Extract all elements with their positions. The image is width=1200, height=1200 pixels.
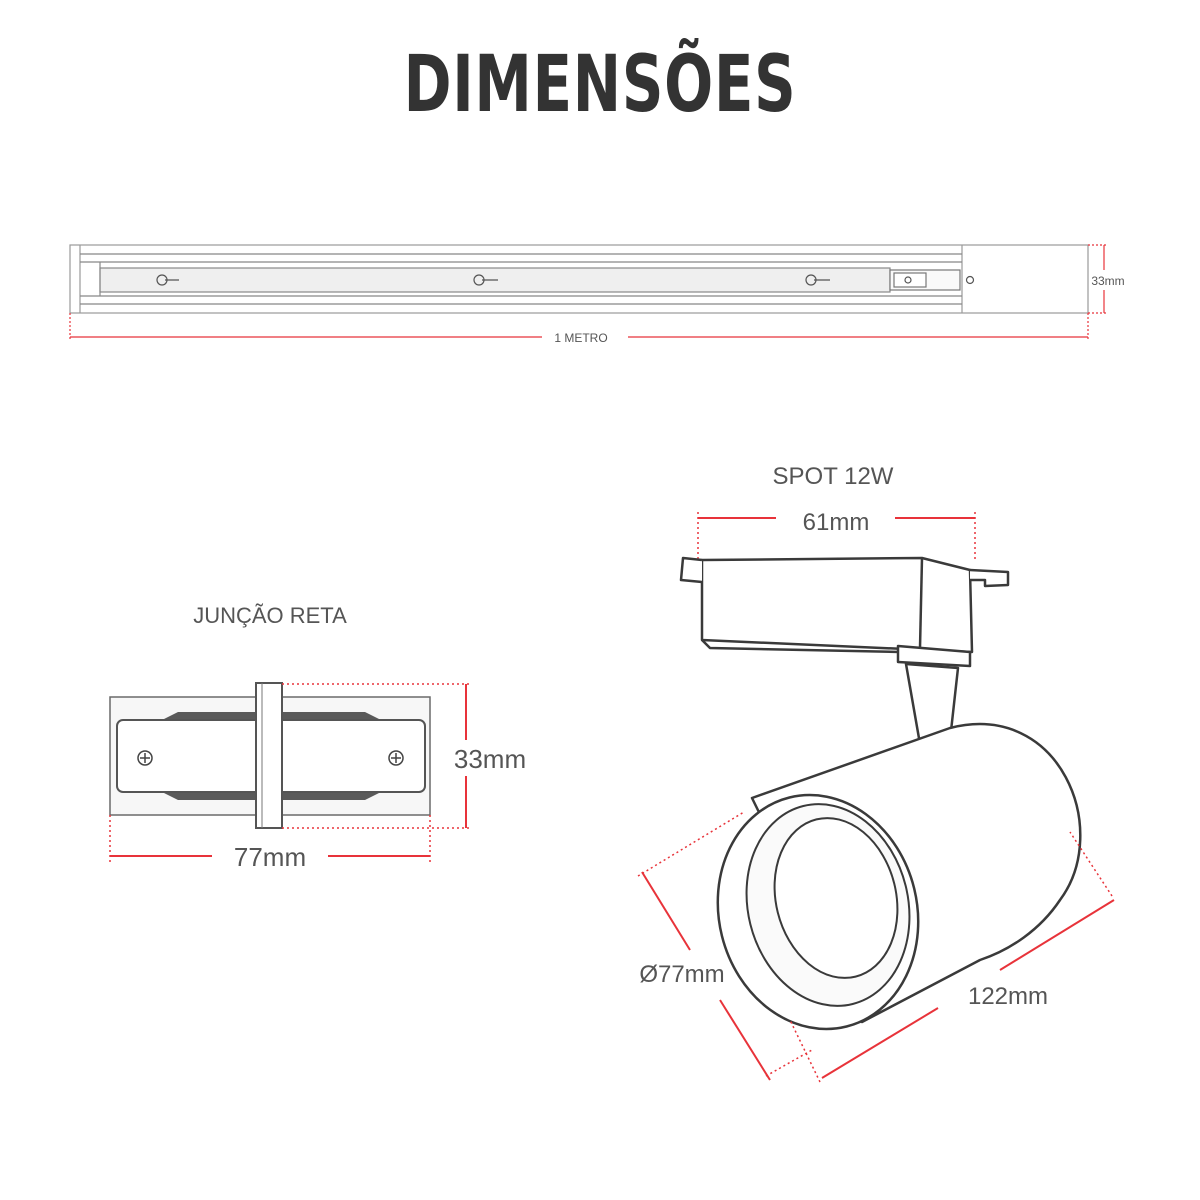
junction-width-dimension [109, 815, 431, 862]
rail-height-dimension [1088, 244, 1108, 314]
spot-diameter-label: Ø77mm [639, 961, 724, 988]
spot-width-dimension [697, 512, 976, 560]
junction-height-label: 33mm [454, 744, 526, 774]
keyhole-slot-1 [156, 274, 179, 286]
junction-height-dimension [282, 683, 470, 829]
keyhole-slot-3 [805, 274, 830, 286]
junction-width-label: 77mm [234, 842, 306, 872]
spot-name: SPOT 12W [773, 463, 894, 490]
spot-width-label: 61mm [803, 509, 870, 536]
screw-icon-left [137, 750, 153, 766]
page-title: DIMENSÕES [403, 40, 797, 130]
spot-length-dimension [789, 831, 1115, 1083]
screw-icon-right [388, 750, 404, 766]
straight-junction-drawing [109, 682, 431, 829]
keyhole-slot-2 [473, 274, 498, 286]
junction-name: JUNÇÃO RETA [193, 603, 347, 628]
track-spot-drawing [679, 556, 1082, 1031]
spot-diameter-dimension [637, 811, 813, 1081]
rail-height-label: 33mm [1091, 274, 1124, 288]
rail-length-dimension [69, 313, 1089, 340]
track-rail-drawing [69, 244, 1089, 314]
rail-length-label: 1 METRO [554, 331, 607, 345]
spot-length-label: 122mm [968, 983, 1048, 1010]
